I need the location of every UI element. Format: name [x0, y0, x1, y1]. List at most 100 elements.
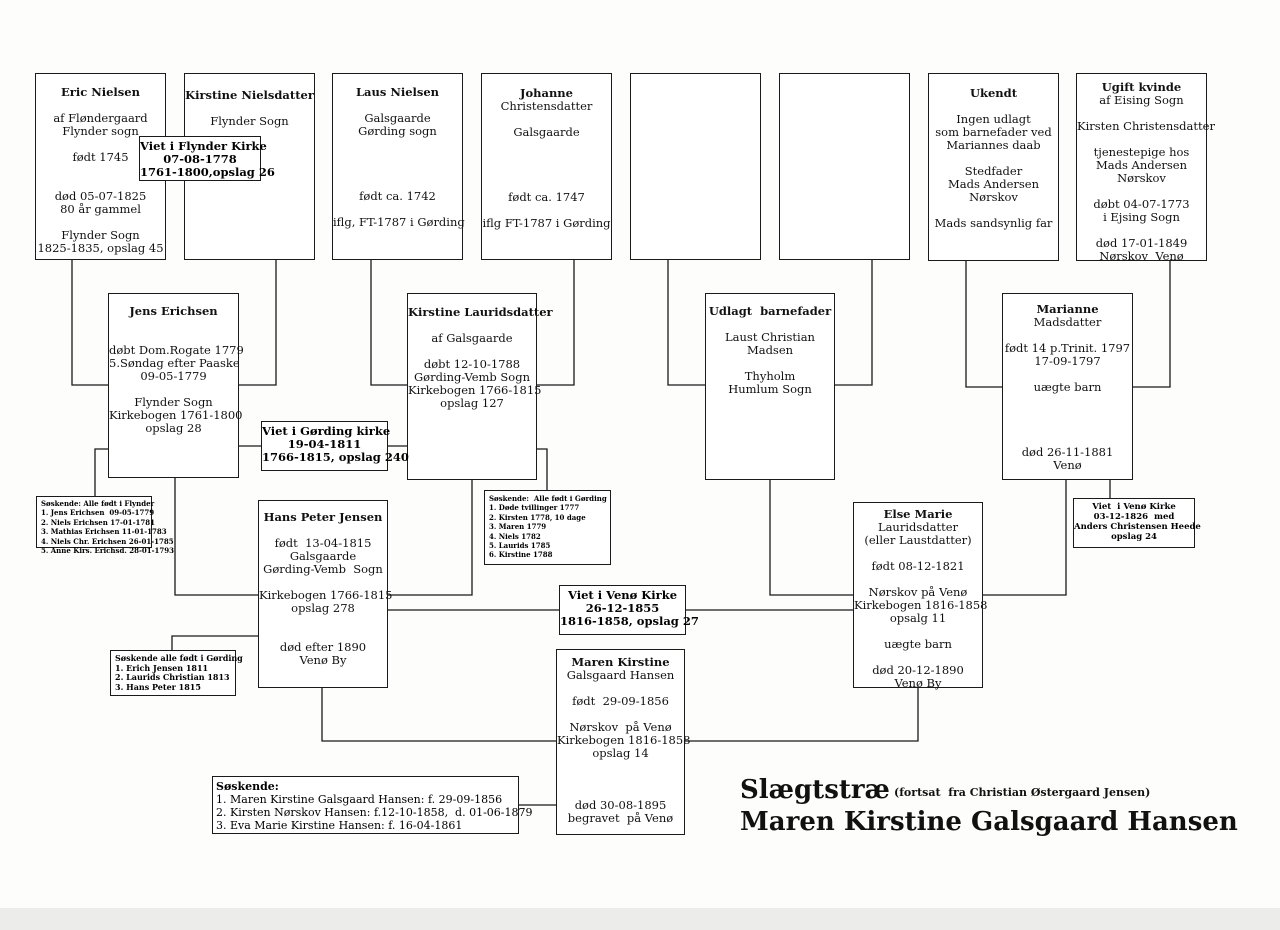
- text-line: som barnefader ved: [935, 125, 1052, 139]
- text-line: døbt 04-07-1773: [1093, 197, 1190, 211]
- text-line: Udlagt barnefader: [708, 304, 832, 318]
- text-line: født 29-09-1856: [572, 694, 669, 708]
- text-line: Nørskov på Venø: [569, 720, 672, 734]
- connector-empty1: [667, 259, 705, 386]
- text-line: Kirkebogen 1766-1815: [259, 588, 393, 602]
- text-line: Galsgaarde: [289, 549, 357, 563]
- text-line: 2. Kirsten 1778, 10 dage: [489, 512, 586, 522]
- text-line: Gørding-Vemb Sogn: [413, 370, 530, 384]
- text-line: Galsgaard Hansen: [566, 668, 675, 682]
- connector-marianne-else: [983, 479, 1067, 596]
- text-line: 3. Hans Peter 1815: [115, 681, 201, 692]
- text-line: død 17-01-1849: [1095, 236, 1188, 250]
- text-line: død 20-12-1890: [872, 663, 964, 677]
- text-line: af Galsgaarde: [431, 331, 513, 345]
- text-line: begravet på Venø: [567, 811, 674, 825]
- text-line: Mads Andersen: [947, 177, 1040, 191]
- text-line: opslag 278: [291, 601, 355, 615]
- text-line: 03-12-1826 med: [1093, 512, 1175, 522]
- text-line: 1761-1800,opslag 26: [140, 165, 275, 179]
- text-line: [333, 151, 462, 164]
- connector-hans-maren: [321, 687, 556, 742]
- person-unknown-1: [630, 73, 761, 260]
- text-line: Else Marie: [883, 507, 953, 521]
- text-line: 1816-1858, opslag 27: [560, 614, 699, 628]
- text-line: [482, 139, 611, 152]
- text-line: 17-09-1797: [1034, 354, 1101, 368]
- connector-else-maren: [685, 687, 919, 742]
- text-line: Kirsten Christensdatter: [1077, 119, 1215, 133]
- connector-ukendt: [965, 259, 1002, 388]
- connector-kirstine-hans: [388, 479, 473, 596]
- text-line: 26-12-1855: [585, 601, 660, 615]
- chart-subtitle: Maren Kirstine Galsgaard Hansen: [740, 807, 1238, 837]
- text-line: født 08-12-1821: [871, 559, 965, 573]
- text-line: født ca. 1742: [359, 189, 436, 203]
- connector-empty2: [835, 259, 873, 386]
- text-line: Galsgaarde: [364, 111, 431, 125]
- text-line: iflg, FT-1787 i Gørding: [333, 215, 465, 229]
- text-line: Flynder Sogn: [210, 114, 289, 128]
- title-note: (fortsat fra Christian Østergaard Jensen…: [894, 786, 1151, 799]
- text-line: [333, 138, 462, 151]
- text-line: Marianne: [1036, 302, 1099, 316]
- text-line: [1003, 420, 1132, 433]
- text-line: Ingen udlagt: [956, 112, 1031, 126]
- text-line: Søskende: Alle født i Flynder: [41, 499, 155, 508]
- text-line: opslag 14: [592, 746, 649, 760]
- text-line: 2. Niels Erichsen 17-01-1781: [41, 517, 156, 527]
- text-line: Madsdatter: [1033, 315, 1102, 329]
- text-line: Kirkebogen 1816-1858: [854, 598, 988, 612]
- text-line: Eric Nielsen: [61, 85, 140, 99]
- chart-title: Slægtstræ: [740, 775, 890, 805]
- text-line: Kirkebogen 1766-1815: [408, 383, 542, 397]
- text-line: Gørding-Vemb Sogn: [263, 562, 383, 576]
- text-line: 1. Døde tvillinger 1777: [489, 503, 580, 513]
- text-line: Viet i Gørding kirke: [262, 424, 391, 438]
- text-line: Søskende alle født i Gørding: [115, 653, 243, 663]
- connector-kirstine-siblings: [537, 448, 548, 491]
- text-line: 5.Søndag efter Paaske: [109, 356, 240, 370]
- text-line: opslag 24: [1111, 532, 1157, 542]
- text-line: opslag 127: [440, 396, 504, 410]
- text-line: Nørskov på Venø: [868, 585, 968, 599]
- text-line: 09-05-1779: [140, 369, 207, 383]
- siblings-maren: Søskende:1. Maren Kirstine Galsgaard Han…: [212, 776, 533, 834]
- text-line: døbt 12-10-1788: [423, 357, 521, 371]
- text-line: Ukendt: [969, 86, 1018, 100]
- text-line: 5. Anne Kirs. Erichsd. 28-01-1793: [41, 546, 175, 556]
- text-line: Venø By: [894, 676, 942, 690]
- text-line: Kirstine Lauridsdatter: [408, 305, 553, 319]
- text-line: 1. Jens Erichsen 09-05-1779: [41, 508, 155, 518]
- text-line: Kirstine Nielsdatter: [185, 88, 314, 102]
- text-line: Mads sandsynlig far: [934, 216, 1053, 230]
- text-line: [557, 773, 684, 786]
- text-line: Venø: [1053, 458, 1082, 472]
- text-line: Johanne: [520, 86, 573, 100]
- text-line: Lauridsdatter: [877, 520, 959, 534]
- text-line: 3. Eva Marie Kirstine Hansen: f. 16-04-1…: [216, 819, 463, 832]
- text-line: 6. Kirstine 1788: [489, 550, 553, 560]
- connector-laus: [370, 259, 407, 386]
- text-line: uægte barn: [1033, 380, 1102, 394]
- text-line: Søskende: Alle født i Gørding: [489, 494, 607, 503]
- text-line: 1. Maren Kirstine Galsgaard Hansen: f. 2…: [216, 793, 503, 806]
- text-line: uægte barn: [884, 637, 952, 651]
- text-line: 4. Niels 1782: [489, 531, 541, 541]
- text-line: 1825-1835, opslag 45: [37, 241, 164, 255]
- text-line: 3. Maren 1779: [489, 522, 547, 532]
- connector-jens-hans: [174, 477, 258, 596]
- text-line: Flynder sogn: [62, 124, 139, 138]
